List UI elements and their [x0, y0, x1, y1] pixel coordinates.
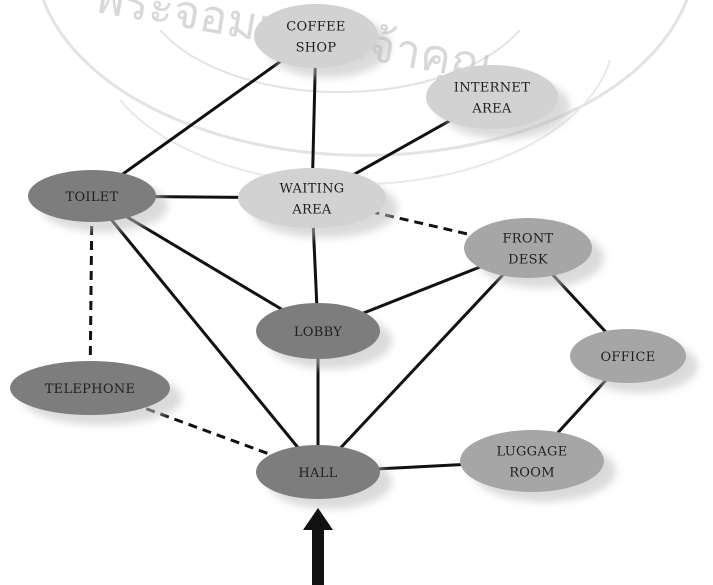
node-ellipse: [426, 65, 558, 129]
node-label: HALL: [298, 466, 337, 481]
node-ellipse: [464, 218, 592, 278]
node-label: TELEPHONE: [45, 382, 136, 397]
node-ellipse: [238, 168, 386, 228]
node-ellipse: [254, 4, 378, 68]
nodes: COFFEE SHOP INTERNET AREA TOILET WAITING AREA F…: [10, 4, 698, 509]
node-front-desk: FRONT DESK: [464, 218, 604, 288]
node-internet-area: INTERNET AREA: [426, 65, 570, 139]
node-label: AREA: [291, 203, 332, 218]
node-label: INTERNET: [454, 81, 530, 96]
node-ellipse: [256, 303, 380, 359]
node-coffee-shop: COFFEE SHOP: [254, 4, 390, 78]
node-label: SHOP: [296, 41, 337, 56]
node-label: OFFICE: [600, 350, 655, 365]
node-hall: HALL: [256, 445, 392, 509]
node-waiting-area: WAITING AREA: [238, 168, 398, 238]
node-label: TOILET: [65, 190, 118, 205]
node-ellipse: [28, 170, 156, 222]
seal-watermark: [41, 0, 689, 186]
arrow-up-icon: [303, 508, 333, 585]
node-telephone: TELEPHONE: [10, 361, 182, 425]
node-toilet: TOILET: [28, 170, 168, 232]
node-label: WAITING: [280, 182, 345, 197]
edge-toilet-hall: [90, 195, 320, 473]
node-label: AREA: [471, 102, 512, 117]
node-ellipse: [10, 361, 170, 415]
node-office: OFFICE: [570, 329, 698, 393]
edge-front-desk-hall: [316, 246, 530, 474]
node-label: LUGGAGE: [496, 445, 567, 460]
node-label: DESK: [508, 253, 548, 268]
node-label: ROOM: [509, 466, 555, 481]
node-label: LOBBY: [294, 325, 342, 340]
node-label: FRONT: [502, 232, 553, 247]
node-ellipse: [570, 329, 686, 383]
node-ellipse: [256, 445, 380, 499]
node-lobby: LOBBY: [256, 303, 392, 369]
node-label: COFFEE: [286, 20, 345, 35]
entrance-arrow: [303, 508, 333, 585]
node-ellipse: [460, 430, 604, 492]
node-luggage-room: LUGGAGE ROOM: [460, 430, 616, 502]
